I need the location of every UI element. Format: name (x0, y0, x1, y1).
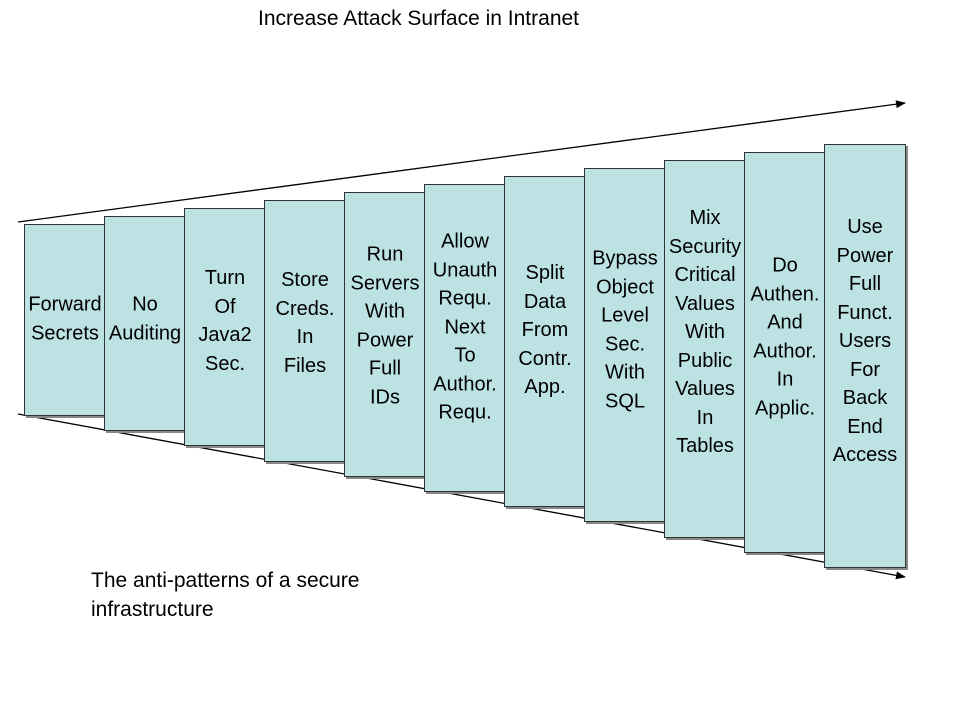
step-label-line: Java2 (198, 324, 252, 346)
step-label-line: Do (772, 254, 798, 277)
diagram-caption: The anti-patterns of a secure infrastruc… (91, 566, 359, 624)
step-label-line: With (605, 361, 645, 384)
step-label-line: Sec. (204, 352, 246, 375)
step-box (264, 199, 346, 462)
step-label-line: No (132, 293, 158, 316)
step-label-line: In (696, 406, 714, 429)
step-label-line: Unauth (432, 258, 498, 281)
step-label-line: Author. (433, 372, 497, 395)
step-label-line: Run (366, 243, 404, 266)
step-label-line: And (767, 311, 803, 334)
step-box (504, 175, 586, 508)
step-label-line: From (521, 318, 569, 341)
step-label-line: Bypass (592, 247, 658, 270)
step-label-line: Tables (676, 434, 734, 457)
step-label-line: Public (677, 349, 733, 372)
step-label-line: Critical (674, 263, 736, 286)
step-label-line: Use (847, 215, 883, 238)
step-label-line: In (776, 368, 794, 391)
step-label-line: Requ. (438, 401, 492, 424)
step-label-line: Creds. (275, 297, 335, 320)
step-label-line: Data (523, 290, 567, 313)
step-label-line: With (365, 300, 405, 323)
step-label-line: Security (668, 235, 742, 258)
step-label-line: Requ. (438, 287, 492, 310)
step-label-line: Values (675, 377, 735, 400)
step-label-line: Power (836, 244, 894, 267)
step-label-line: Of (214, 295, 236, 318)
step-label-line: App. (524, 375, 566, 398)
step-label-line: IDs (370, 386, 400, 408)
step-label-line: Object (596, 276, 654, 298)
step-label-line: Turn (204, 267, 246, 289)
step-label-line: Split (525, 261, 565, 284)
step-box (664, 159, 746, 538)
step-label-line: Applic. (754, 397, 816, 419)
step-label-line: Funct. (837, 301, 893, 324)
step-label-line: Author. (753, 340, 817, 362)
step-box (824, 143, 906, 568)
caption-line: The anti-patterns of a secure (91, 569, 360, 592)
step-label-line: Power (356, 329, 414, 351)
step-label-line: Sec. (604, 333, 646, 355)
step-label-line: Contr. (518, 347, 572, 370)
step-label-line: Values (675, 292, 735, 315)
step-label-line: Full (848, 272, 882, 295)
step-label-line: Users (838, 329, 892, 352)
step-label-line: Forward (28, 293, 102, 316)
step-label-line: Allow (441, 230, 489, 253)
step-label-line: End (847, 415, 883, 438)
step-box (584, 167, 666, 523)
step-box (424, 183, 506, 492)
step-label-line: Mix (689, 206, 721, 229)
step-label-line: SQL (604, 390, 646, 412)
step-label-line: With (685, 320, 725, 343)
diagram-title: Increase Attack Surface in Intranet (258, 7, 580, 30)
step-label-line: Access (832, 443, 898, 466)
step-label-line: Servers (350, 272, 420, 294)
step-label-line: For (850, 358, 880, 381)
step-label-line: To (454, 344, 476, 367)
step-label-line: Next (444, 315, 486, 338)
step-label-line: Back (842, 386, 888, 409)
step-label-line: Authen. (750, 283, 820, 305)
step-label-line: Secrets (31, 322, 99, 344)
caption-line: infrastructure (91, 598, 214, 621)
step-label-line: In (296, 326, 314, 348)
step-label-line: Store (281, 269, 329, 291)
step-box (104, 215, 186, 432)
step-box (184, 207, 266, 447)
step-label-line: Files (283, 354, 327, 377)
step-box (744, 151, 826, 553)
step-label-line: Full (368, 357, 402, 380)
step-label-line: Level (601, 304, 649, 327)
upper-arrow-line (17, 100, 906, 223)
step-label-line: Auditing (108, 322, 182, 344)
